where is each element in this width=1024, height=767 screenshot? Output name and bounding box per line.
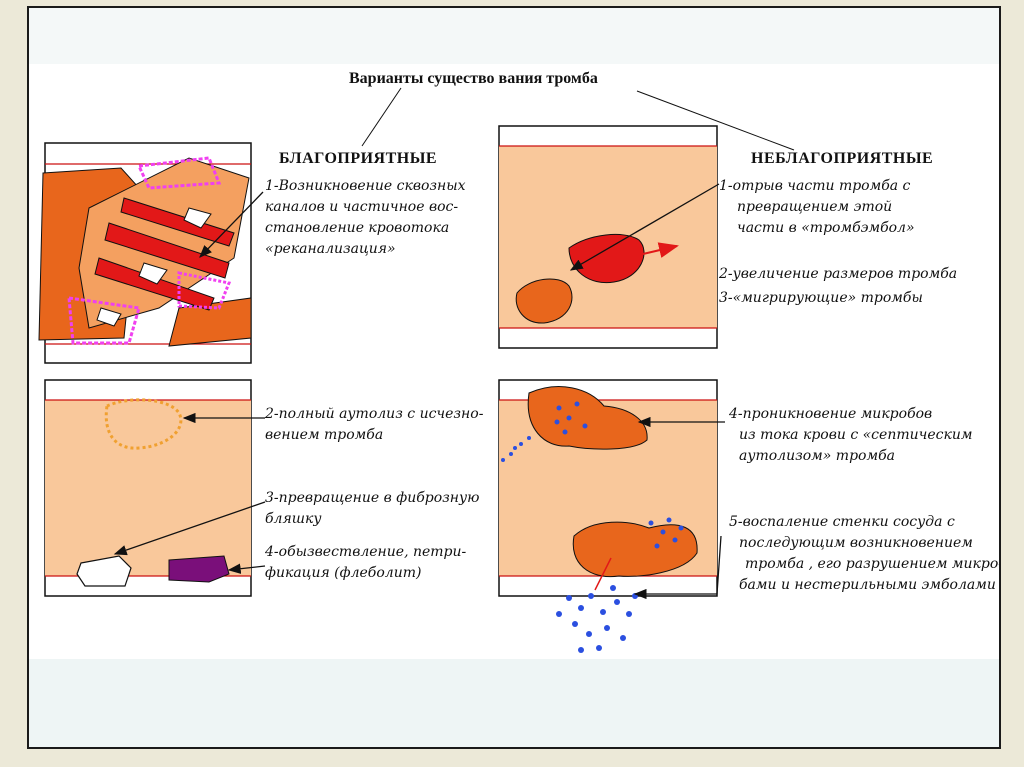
panel-recanalization	[38, 142, 252, 364]
title-pointer-right	[636, 90, 795, 151]
unfav-item-5: 5-воспаление стенки сосуда с последующим…	[729, 514, 1001, 593]
arrow-phlebolith	[227, 563, 266, 574]
page-title: Варианты существо вания тромба	[349, 70, 598, 87]
heading-unfavorable: НЕБЛАГОПРИЯТНЫЕ	[751, 150, 934, 167]
arrow-embolus	[569, 183, 720, 271]
title-pointer-left	[361, 87, 402, 147]
autolysis-outline	[104, 398, 183, 450]
arrow-fibrous	[113, 501, 266, 556]
phlebolith	[168, 555, 230, 583]
panel-embolus	[498, 125, 718, 349]
fav-item-4: 4-обызвествление, петри- фикация (флебол…	[265, 544, 467, 581]
unfav-item-2: 2-увеличение размеров тромба	[719, 266, 958, 282]
bottom-band	[29, 659, 999, 747]
slide: Варианты существо вания тромба БЛАГОПРИЯ…	[27, 6, 1001, 749]
unfav-item-3: 3-«мигрирующие» тромбы	[719, 290, 923, 306]
unfav-item-4: 4-проникновение микробов из тока крови с…	[729, 406, 973, 464]
panel-autolysis	[44, 379, 252, 597]
fav-item-3: 3-превращение в фиброзную бляшку	[265, 490, 480, 527]
thrombus-base	[515, 278, 573, 324]
embolus	[568, 234, 645, 284]
unfav-item-1: 1-отрыв части тромба с превращением этой…	[719, 178, 915, 236]
fav-item-2: 2-полный аутолиз с исчезно- вением тромб…	[265, 406, 484, 443]
heading-favorable: БЛАГОПРИЯТНЫЕ	[279, 150, 438, 167]
top-band	[29, 8, 999, 64]
fibrous-plaque	[76, 555, 132, 587]
arrow-recanalization	[199, 191, 264, 258]
arrow-inflammation	[633, 535, 722, 600]
fav-item-1: 1-Возникновение сквозных каналов и части…	[265, 178, 466, 257]
panel-septic	[498, 379, 718, 653]
diagram-graphics	[38, 87, 795, 653]
